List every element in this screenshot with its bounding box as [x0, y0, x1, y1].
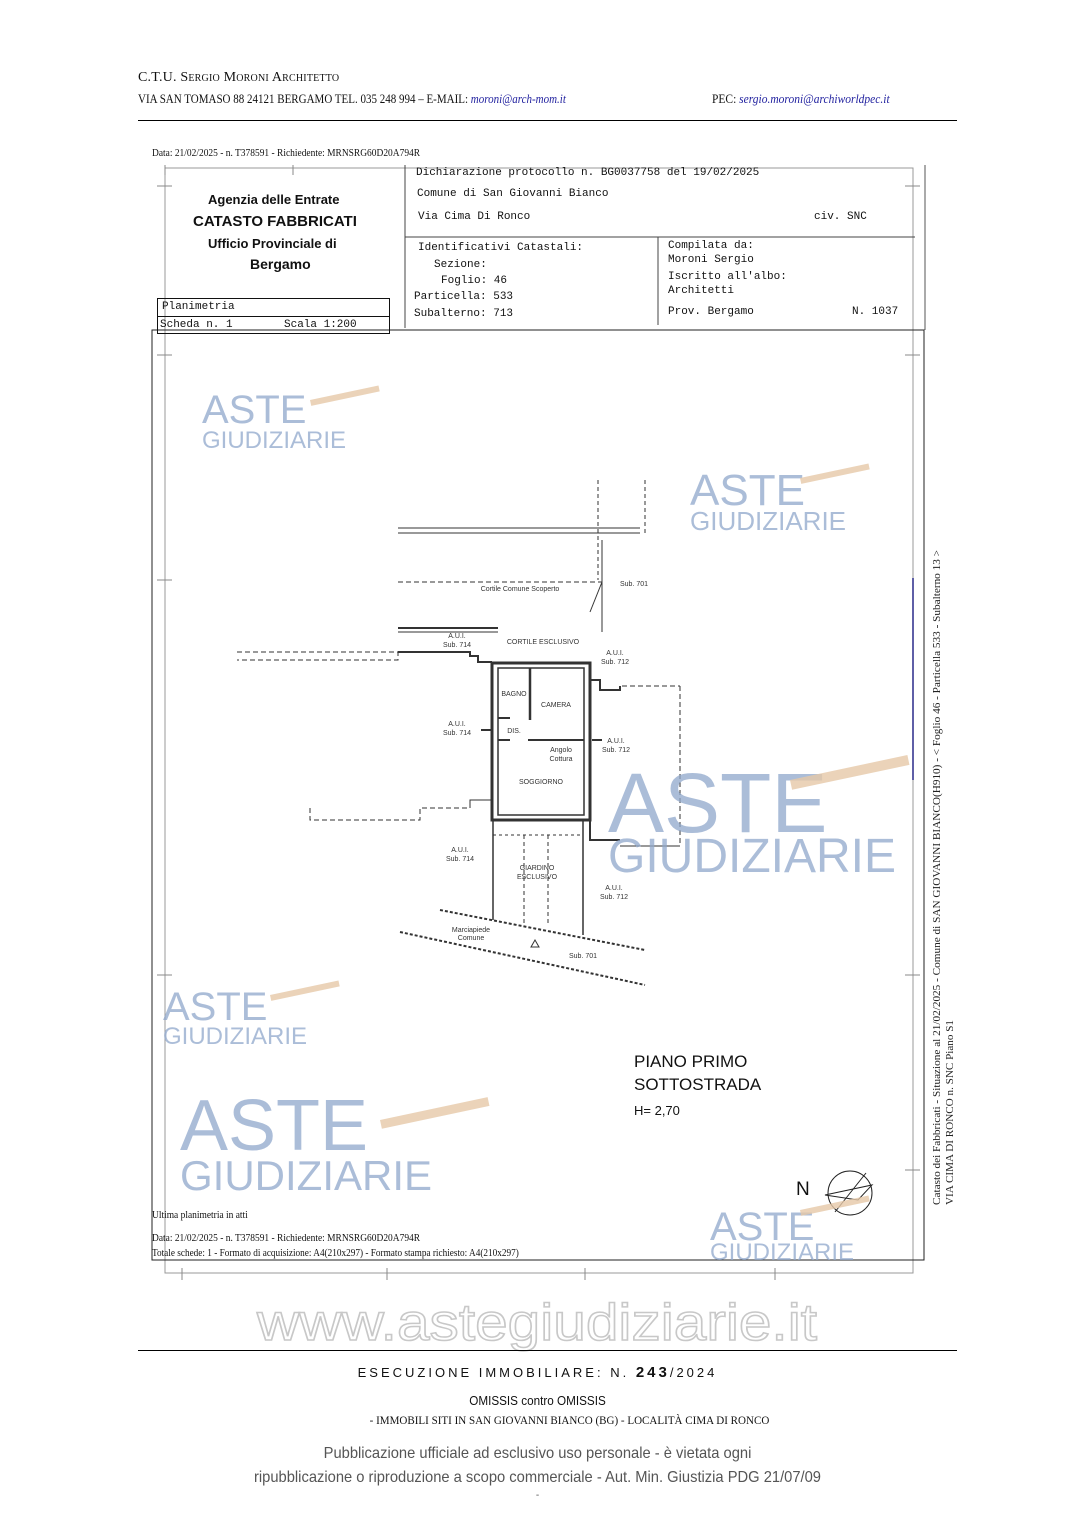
ultima-planimetria: Ultima planimetria in atti: [152, 1210, 248, 1221]
parties: OMISSIS contro OMISSIS: [469, 1393, 606, 1408]
author-address: VIA SAN TOMASO 88 24121 BERGAMO TEL. 035…: [138, 92, 566, 106]
page-dash: -: [535, 1490, 540, 1501]
room-cottura: Cottura: [550, 756, 573, 763]
email-link[interactable]: moroni@arch-mom.it: [470, 92, 566, 106]
location: - IMMOBILI SITI IN SAN GIOVANNI BIANCO (…: [369, 1413, 770, 1427]
data-line-bottom: Data: 21/02/2025 - n. T378591 - Richiede…: [152, 1233, 421, 1244]
label-aui: A.U.I.: [606, 650, 624, 657]
planimetria-label: Planimetria: [162, 301, 235, 313]
via: Via Cima Di Ronco: [418, 211, 531, 223]
catasto-title: CATASTO FABBRICATI: [193, 213, 357, 230]
request-line: Data: 21/02/2025 - n. T378591 - Richiede…: [152, 148, 421, 159]
scheda-label: Scheda n. 1: [160, 319, 233, 331]
office-city: Bergamo: [250, 256, 311, 272]
header-rule: [138, 120, 957, 121]
label-sub714: Sub. 714: [443, 730, 471, 737]
albo: Architetti: [668, 285, 735, 297]
label-sub712: Sub. 712: [600, 894, 628, 901]
side-text-1: Catasto dei Fabbricati - Situazione al 2…: [932, 550, 943, 1205]
dichiarazione: Dichiarazione protocollo n. BG0037758 de…: [416, 167, 760, 179]
pec-link[interactable]: sergio.moroni@archiworldpec.it: [739, 92, 890, 106]
north-arrow-icon: [824, 1170, 874, 1216]
site-watermark: www.astegiudiziarie.it: [256, 1294, 818, 1352]
label-cortile-esclusivo: CORTILE ESCLUSIVO: [507, 639, 580, 646]
room-camera: CAMERA: [541, 702, 571, 709]
label-marciapiede: Marciapiede: [452, 927, 490, 934]
svg-text:ASTE: ASTE: [180, 1086, 368, 1166]
notice-line-1: Pubblicazione ufficiale ad esclusivo uso…: [323, 1445, 752, 1462]
label-sub701-bottom: Sub. 701: [569, 953, 597, 960]
label-aui: A.U.I.: [605, 885, 623, 892]
provincia: Prov. Bergamo: [668, 306, 754, 318]
svg-text:ASTE: ASTE: [608, 756, 827, 850]
planimetria-box: Planimetria Scheda n. 1 Scala 1:200: [157, 298, 390, 334]
floor-name-2: SOTTOSTRADA: [634, 1075, 762, 1094]
svg-text:GIUDIZIARIE: GIUDIZIARIE: [163, 1023, 307, 1050]
label-sub714: Sub. 714: [446, 856, 474, 863]
scala-label: Scala 1:200: [284, 319, 357, 331]
label-aui: A.U.I.: [448, 633, 466, 640]
sezione: Sezione:: [434, 259, 487, 271]
subalterno: Subalterno: 713: [414, 308, 514, 320]
svg-text:ASTE: ASTE: [690, 466, 805, 515]
iscritto-label: Iscritto all'albo:: [668, 271, 787, 283]
label-sub714: Sub. 714: [443, 642, 471, 649]
author-title: C.T.U. Sergio Moroni Architetto: [138, 70, 340, 85]
label-aui: A.U.I.: [451, 847, 469, 854]
compilata-label: Compilata da:: [668, 240, 754, 252]
north-label: N: [796, 1179, 810, 1200]
floor-name-1: PIANO PRIMO: [634, 1052, 747, 1071]
svg-text:GIUDIZIARIE: GIUDIZIARIE: [202, 427, 346, 454]
label-aui: A.U.I.: [448, 721, 466, 728]
svg-text:ASTE: ASTE: [710, 1205, 814, 1249]
room-soggiorno: SOGGIORNO: [519, 779, 564, 786]
room-dis: DIS.: [507, 728, 521, 735]
svg-text:GIUDIZIARIE: GIUDIZIARIE: [180, 1152, 432, 1199]
totale-schede: Totale schede: 1 - Formato di acquisizio…: [152, 1248, 519, 1259]
room-bagno: BAGNO: [501, 691, 527, 698]
svg-text:ASTE: ASTE: [163, 985, 267, 1029]
footer-rule: [138, 1350, 957, 1351]
room-angolo: Angolo: [550, 747, 572, 754]
svg-text:GIUDIZIARIE: GIUDIZIARIE: [608, 830, 896, 883]
label-esclusivo: ESCLUSIVO: [517, 874, 558, 881]
foglio: Foglio: 46: [441, 275, 508, 287]
label-sub712: Sub. 712: [601, 659, 629, 666]
svg-text:GIUDIZIARIE: GIUDIZIARIE: [710, 1239, 854, 1266]
esecuzione-line: ESECUZIONE IMMOBILIARE: N. 243/2024: [357, 1364, 718, 1381]
comune: Comune di San Giovanni Bianco: [417, 188, 609, 200]
label-aui: A.U.I.: [607, 738, 625, 745]
label-giardino: GIARDINO: [520, 865, 555, 872]
svg-text:ASTE: ASTE: [202, 388, 306, 432]
author-pec: PEC: sergio.moroni@archiworldpec.it: [712, 92, 890, 106]
side-text-2: VIA CIMA DI RONCO n. SNC Piano S1: [945, 1020, 956, 1205]
identificativi-label: Identificativi Catastali:: [418, 242, 584, 254]
notice-line-2: ripubblicazione o riproduzione a scopo c…: [253, 1469, 822, 1486]
svg-text:GIUDIZIARIE: GIUDIZIARIE: [690, 506, 846, 536]
aste-watermark: ASTE GIUDIZIARIE ASTE GIUDIZIARIE ASTE G…: [163, 385, 910, 1266]
particella: Particella: 533: [414, 291, 514, 303]
albo-number: N. 1037: [852, 306, 899, 318]
civico: civ. SNC: [814, 211, 867, 223]
compilatore: Moroni Sergio: [668, 254, 754, 266]
agency-name: Agenzia delle Entrate: [208, 192, 340, 207]
label-sub701-top: Sub. 701: [620, 581, 648, 588]
label-cortile-comune: Cortile Comune Scoperto: [481, 586, 560, 593]
floor-height: H= 2,70: [634, 1103, 680, 1118]
label-sub712: Sub. 712: [602, 747, 630, 754]
office-name: Ufficio Provinciale di: [208, 236, 337, 251]
label-comune: Comune: [458, 935, 485, 942]
